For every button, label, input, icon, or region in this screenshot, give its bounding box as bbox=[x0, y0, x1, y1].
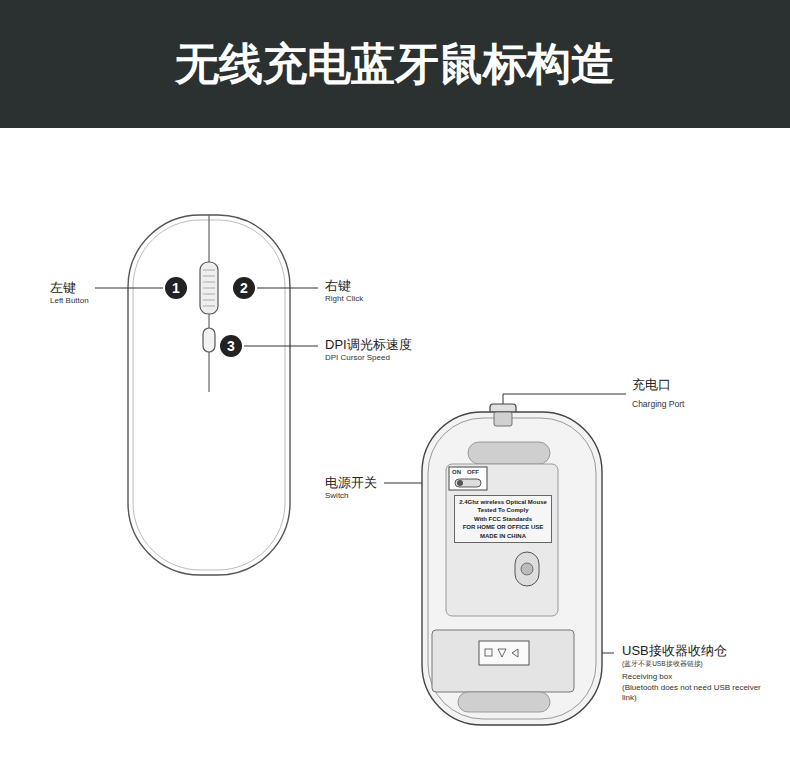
drawing-rect bbox=[428, 418, 596, 719]
drawing-line bbox=[203, 300, 215, 301]
part-note: Right Click bbox=[325, 294, 363, 304]
part-name: DPI调光标速度 bbox=[325, 337, 412, 353]
drawing-line bbox=[244, 346, 318, 347]
part-name: 右键 bbox=[325, 278, 351, 294]
drawing-circle bbox=[457, 480, 463, 486]
drawing-line bbox=[208, 352, 209, 392]
part-note: (蓝牙不要USB接收器链接) bbox=[622, 660, 703, 668]
drawing-rect bbox=[458, 692, 550, 712]
drawing-rect bbox=[468, 442, 550, 464]
drawing-line bbox=[203, 294, 215, 295]
drawing-rect bbox=[455, 479, 481, 487]
drawing-rect bbox=[422, 412, 602, 725]
drawing-rect bbox=[203, 328, 215, 352]
title: 无线充电蓝牙鼠标构造 bbox=[0, 36, 790, 92]
drawing-rect bbox=[200, 262, 218, 314]
drawing-line bbox=[203, 288, 215, 289]
drawing-g bbox=[203, 270, 215, 306]
drawing-path bbox=[512, 649, 518, 657]
drawing-rect bbox=[133, 220, 285, 570]
label-text: MADE IN CHINA bbox=[459, 532, 547, 540]
drawing-rect bbox=[485, 649, 492, 656]
drawing-rect bbox=[494, 412, 512, 426]
label-text: Tested To Comply bbox=[459, 506, 547, 514]
drawing-polyline bbox=[503, 394, 626, 404]
part-note: Switch bbox=[325, 491, 349, 501]
header-bar bbox=[0, 0, 790, 128]
leader-lines bbox=[95, 288, 626, 653]
label-text: With FCC Standards bbox=[459, 515, 547, 523]
part-note: OFF bbox=[467, 469, 479, 476]
drawing-line bbox=[95, 288, 163, 289]
drawing-line bbox=[208, 314, 209, 328]
callout-number: 2 bbox=[240, 280, 248, 296]
drawing-line bbox=[203, 270, 215, 271]
part-name: 电源开关 bbox=[325, 475, 377, 491]
callout-number: 1 bbox=[172, 280, 180, 296]
callout-number: 3 bbox=[227, 338, 235, 354]
part-name: 左键 bbox=[50, 280, 76, 296]
drawing-path bbox=[498, 649, 506, 657]
part-note: DPI Cursor Speed bbox=[325, 353, 390, 363]
drawing-rect bbox=[128, 215, 290, 575]
callout-circle: 2 bbox=[233, 277, 255, 299]
drawing-line bbox=[203, 276, 215, 277]
callout-circle: 3 bbox=[220, 335, 242, 357]
part-note: ON bbox=[452, 469, 461, 476]
drawing-circle bbox=[521, 563, 533, 575]
label-text: 2.4Ghz wireless Optical Mouse bbox=[459, 498, 547, 506]
part-note: Left Button bbox=[50, 296, 89, 306]
drawing-line bbox=[203, 282, 215, 283]
drawing-rect bbox=[432, 630, 574, 692]
drawing-rect bbox=[479, 641, 529, 665]
part-note: (Bluetooth does not need USB receiver li… bbox=[622, 683, 772, 702]
part-name: 充电口 bbox=[632, 377, 671, 393]
drawing-rect bbox=[449, 467, 487, 490]
part-note: Charging Port bbox=[632, 399, 684, 409]
callout-circle: 1 bbox=[165, 277, 187, 299]
drawing-line bbox=[203, 306, 215, 307]
drawing-rect bbox=[515, 552, 539, 586]
product-label: 2.4Ghz wireless Optical MouseTested To C… bbox=[454, 495, 552, 543]
part-note: Receiving box bbox=[622, 672, 672, 682]
mouse-bottom-view bbox=[422, 404, 602, 725]
label-text: FOR HOME OR OFFICE USE bbox=[459, 523, 547, 531]
part-name: USB接收器收纳仓 bbox=[622, 643, 727, 659]
drawing-rect bbox=[446, 464, 558, 616]
mouse-top-view bbox=[128, 215, 290, 575]
drawing-line bbox=[257, 288, 318, 289]
drawing-line bbox=[208, 215, 209, 262]
